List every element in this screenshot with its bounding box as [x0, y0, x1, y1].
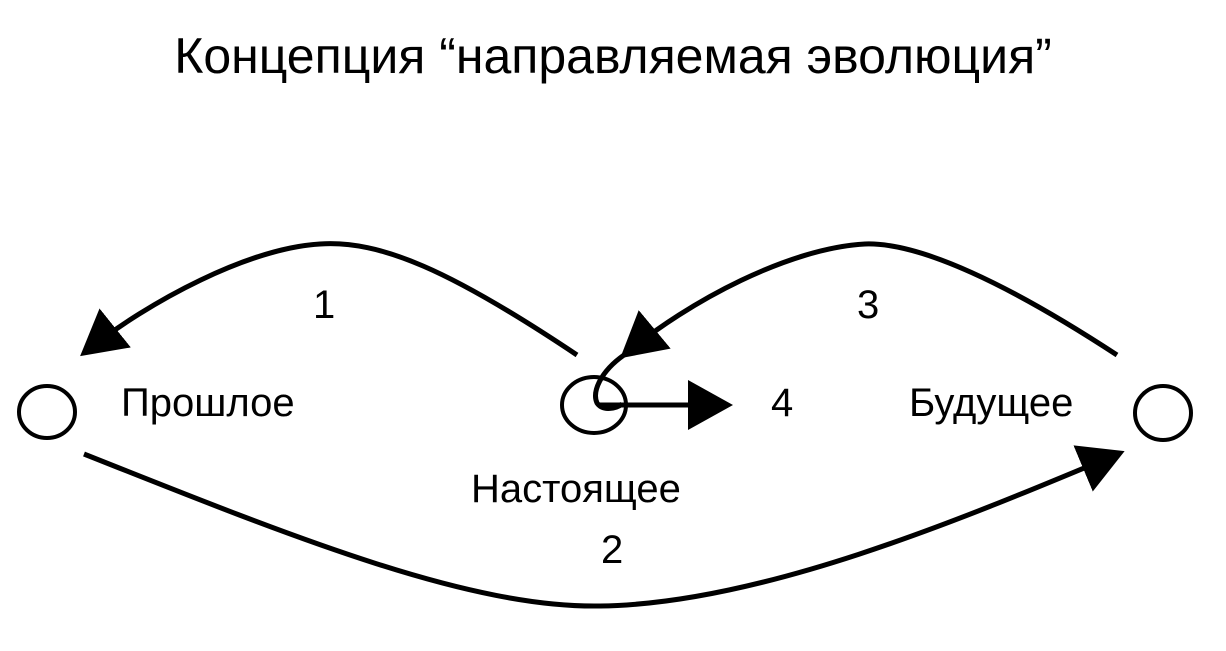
future-node [1133, 384, 1193, 442]
past-node [17, 384, 77, 440]
diagram-title: Концепция “направляемая эволюция” [174, 28, 1052, 84]
arrow-1-label: 1 [313, 283, 336, 327]
present-label: Настоящее [471, 467, 681, 511]
arrow-2-label: 2 [601, 528, 624, 572]
arrow-4-label: 4 [771, 381, 794, 425]
arrow-2-past-to-future [83, 445, 1125, 609]
arrow-1-present-to-past [80, 241, 579, 358]
arrow-3-future-to-present [620, 241, 1119, 359]
arrow-3-label: 3 [857, 283, 880, 327]
future-label: Будущее [909, 381, 1074, 425]
past-label: Прошлое [121, 381, 295, 425]
